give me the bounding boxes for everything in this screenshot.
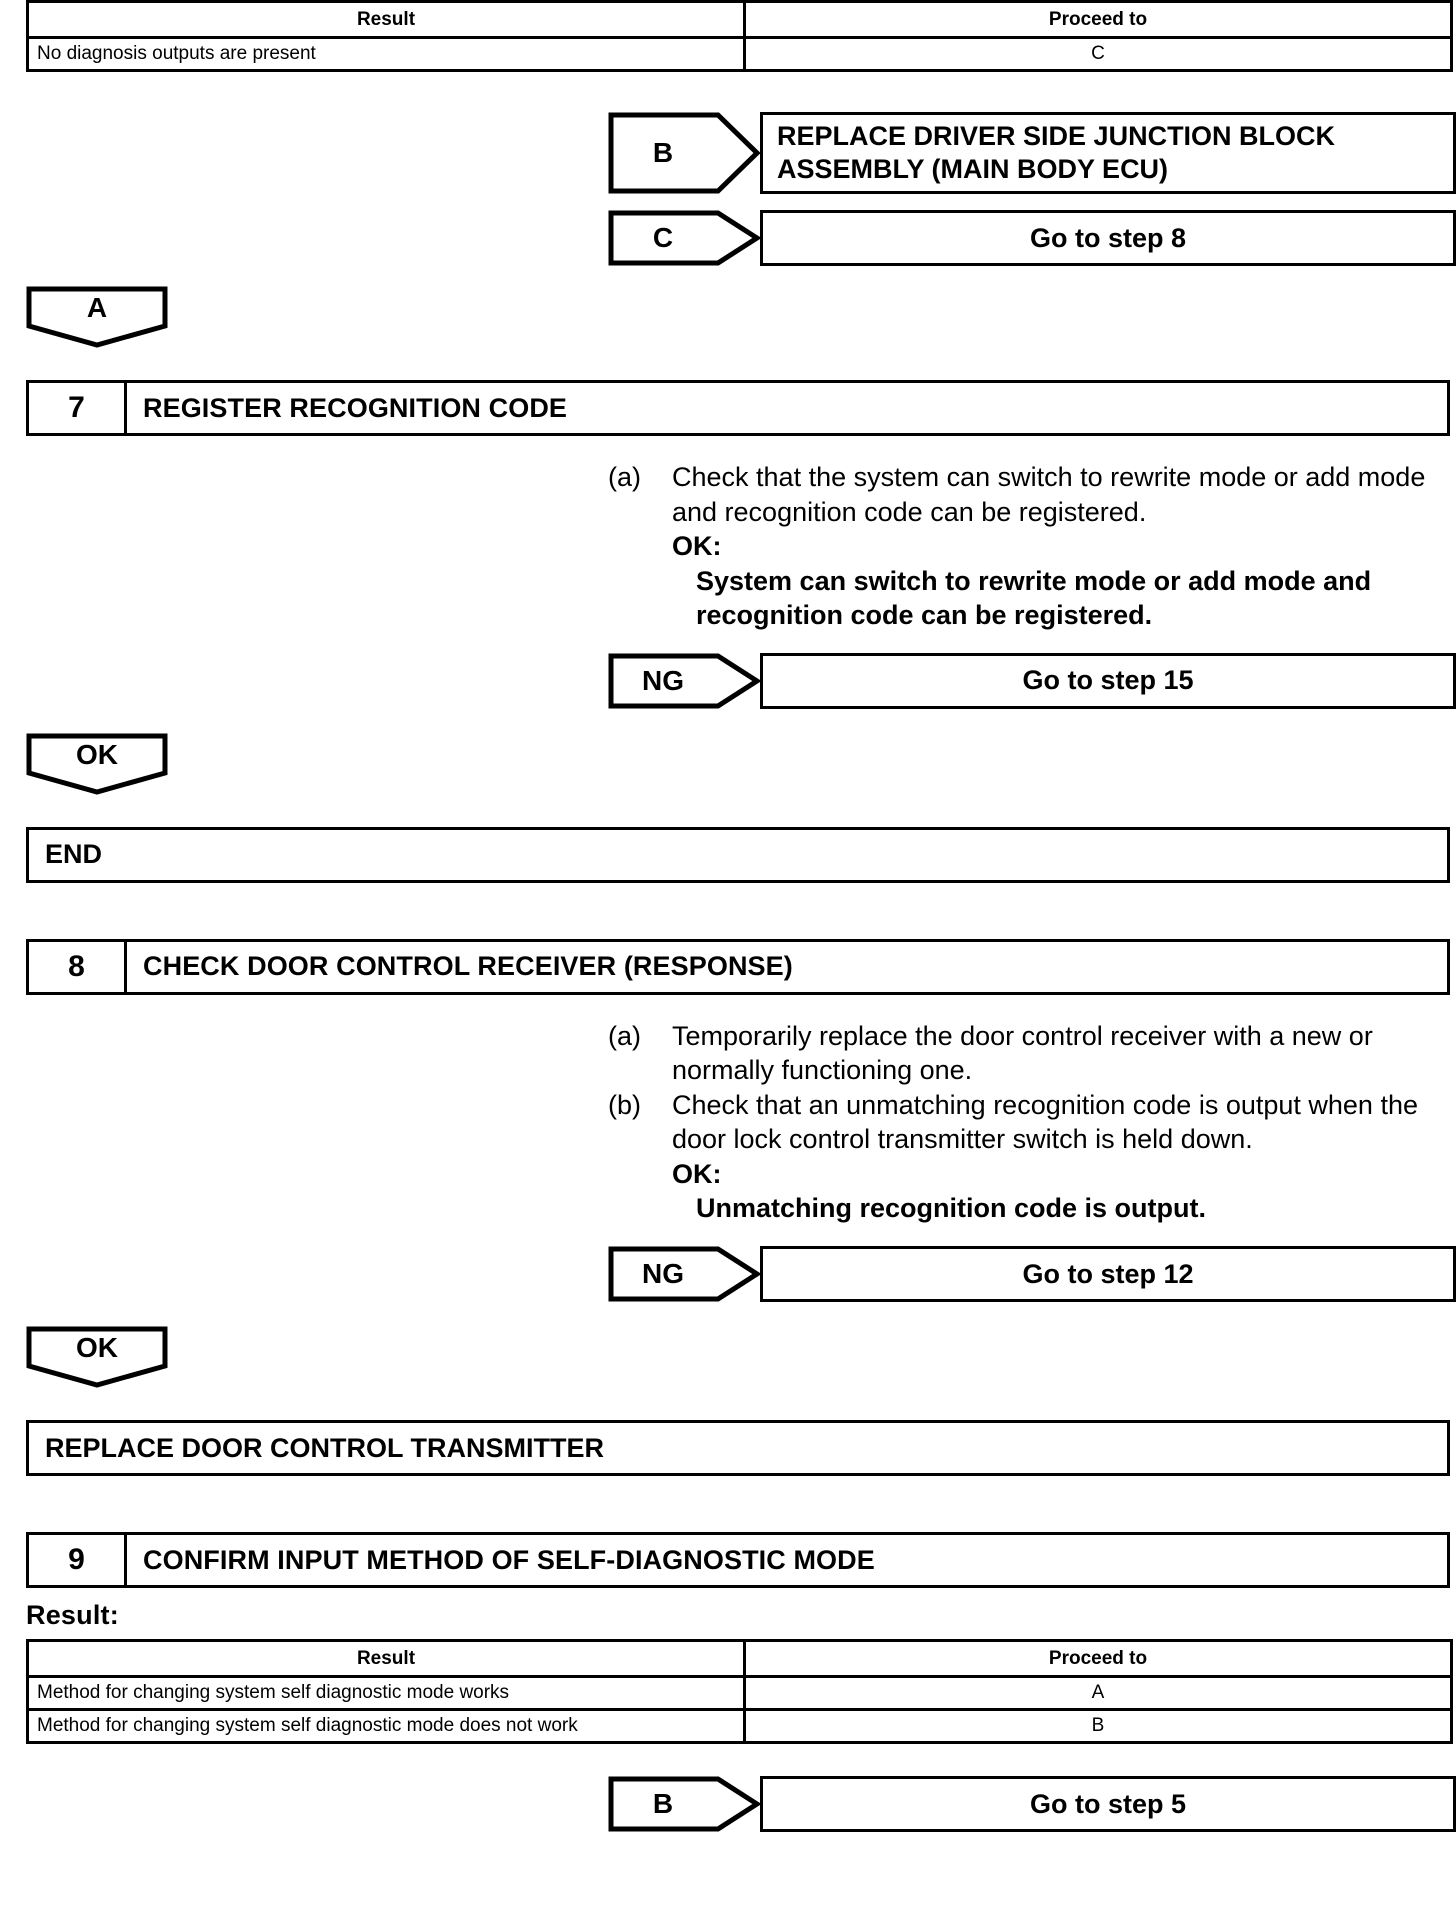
column-header-proceed-to: Proceed to <box>743 1640 1453 1679</box>
instruction-marker: (a) <box>608 1020 641 1051</box>
ok-condition-text: System can switch to rewrite mode or add… <box>696 565 1372 631</box>
ok-heading: OK: <box>672 1158 722 1189</box>
down-pennant-icon <box>26 286 168 348</box>
column-header-result: Result <box>26 1 746 39</box>
table-header-row: Result Proceed to <box>26 1640 1453 1679</box>
branch-row-ng-go-to-step-15: NG Go to step 15 <box>608 652 1456 709</box>
cell-result: Method for changing system self diagnost… <box>26 1708 746 1743</box>
column-header-result: Result <box>26 1640 746 1679</box>
ok-condition-text: Unmatching recognition code is output. <box>696 1193 1206 1224</box>
down-pennant-icon <box>26 1326 168 1388</box>
pennant-label: B <box>652 1788 674 1820</box>
instruction-marker: (a) <box>608 462 641 492</box>
connector-ok-wrapper-8: OK <box>26 1326 1456 1388</box>
branch-row-c-go-to-step-8: C Go to step 8 <box>608 210 1456 266</box>
cell-proceed-to: C <box>743 37 1453 71</box>
connector-label: A <box>86 292 108 323</box>
step-7-instructions: (a) Check that the system can switch to … <box>608 460 1450 633</box>
down-pennant-icon <box>26 733 168 795</box>
connector-a: A <box>26 286 168 348</box>
right-pennant-icon <box>608 653 760 709</box>
connector-ok: OK <box>26 1326 168 1388</box>
branch-row-b-replace-junction-block: B REPLACE DRIVER SIDE JUNCTION BLOCK ASS… <box>608 112 1456 194</box>
connector-ok-wrapper-7: OK <box>26 733 1456 795</box>
branch-target-box: Go to step 8 <box>760 210 1456 266</box>
pennant-tag-ng: NG <box>608 1246 760 1302</box>
connector-label: OK <box>76 1332 118 1364</box>
instruction-marker: (b) <box>608 1089 641 1120</box>
connector-ok: OK <box>26 733 168 795</box>
pennant-label: C <box>652 222 674 253</box>
table-row: Method for changing system self diagnost… <box>26 1676 1453 1710</box>
branch-target-line-2: ASSEMBLY (MAIN BODY ECU) <box>777 154 1169 184</box>
instruction-text: Temporarily replace the door control rec… <box>672 1020 1373 1086</box>
table-header-row: Result Proceed to <box>26 1 1453 39</box>
result-action-box: REPLACE DOOR CONTROL TRANSMITTER <box>26 1420 1450 1477</box>
step-9-result-table: Result Proceed to Method for changing sy… <box>26 1639 1453 1745</box>
cell-result: No diagnosis outputs are present <box>26 37 746 71</box>
step-header-9: 9 CONFIRM INPUT METHOD OF SELF-DIAGNOSTI… <box>26 1532 1450 1589</box>
result-caption: Result: <box>26 1600 119 1631</box>
cell-result: Method for changing system self diagnost… <box>26 1676 746 1710</box>
branch-target-box: Go to step 12 <box>760 1246 1456 1303</box>
connector-a-wrapper: A <box>26 286 1456 348</box>
column-header-proceed-to: Proceed to <box>743 1 1453 39</box>
step-number: 9 <box>29 1535 127 1586</box>
step-8-instructions: (a) Temporarily replace the door control… <box>608 1019 1450 1226</box>
step-title: CHECK DOOR CONTROL RECEIVER (RESPONSE) <box>143 951 793 982</box>
step-number: 8 <box>29 941 127 992</box>
cell-proceed-to: A <box>743 1676 1453 1710</box>
ok-heading: OK: <box>672 531 722 562</box>
branch-target-line-1: REPLACE DRIVER SIDE JUNCTION BLOCK <box>777 121 1336 152</box>
branch-row-ng-go-to-step-12: NG Go to step 12 <box>608 1246 1456 1303</box>
pennant-label: NG <box>642 1258 684 1290</box>
instruction-item: (a) Check that the system can switch to … <box>608 460 1450 529</box>
instruction-text: Check that the system can switch to rewr… <box>672 462 1426 527</box>
pennant-label: NG <box>642 664 684 696</box>
branch-row-b-go-to-step-5: B Go to step 5 <box>608 1776 1456 1833</box>
pennant-tag-c: C <box>608 210 760 266</box>
step-number: 7 <box>29 383 127 433</box>
step-title: CONFIRM INPUT METHOD OF SELF-DIAGNOSTIC … <box>143 1544 875 1575</box>
pennant-label: B <box>652 137 674 168</box>
table-row: Method for changing system self diagnost… <box>26 1708 1453 1743</box>
pennant-tag-b: B <box>608 112 760 194</box>
right-pennant-icon <box>608 112 760 194</box>
instruction-text: Check that an unmatching recognition cod… <box>672 1089 1418 1155</box>
end-box: END <box>26 826 1450 883</box>
branch-target-box: Go to step 15 <box>760 652 1456 709</box>
right-pennant-icon <box>608 210 760 266</box>
instruction-item: (a) Temporarily replace the door control… <box>608 1019 1450 1088</box>
step-header-7: 7 REGISTER RECOGNITION CODE <box>26 380 1450 436</box>
cell-proceed-to: B <box>743 1708 1453 1743</box>
step-title: REGISTER RECOGNITION CODE <box>143 392 568 423</box>
table-row: No diagnosis outputs are present C <box>26 37 1453 71</box>
right-pennant-icon <box>608 1246 760 1302</box>
step-header-8: 8 CHECK DOOR CONTROL RECEIVER (RESPONSE) <box>26 938 1450 995</box>
connector-label: OK <box>76 738 118 770</box>
branch-target-box: Go to step 5 <box>760 1776 1456 1833</box>
pennant-tag-b: B <box>608 1776 760 1832</box>
instruction-item: (b) Check that an unmatching recognition… <box>608 1088 1450 1157</box>
branch-target-box: REPLACE DRIVER SIDE JUNCTION BLOCK ASSEM… <box>760 112 1456 194</box>
right-pennant-icon <box>608 1776 760 1832</box>
top-result-table: Result Proceed to No diagnosis outputs a… <box>26 0 1453 72</box>
pennant-tag-ng: NG <box>608 653 760 709</box>
